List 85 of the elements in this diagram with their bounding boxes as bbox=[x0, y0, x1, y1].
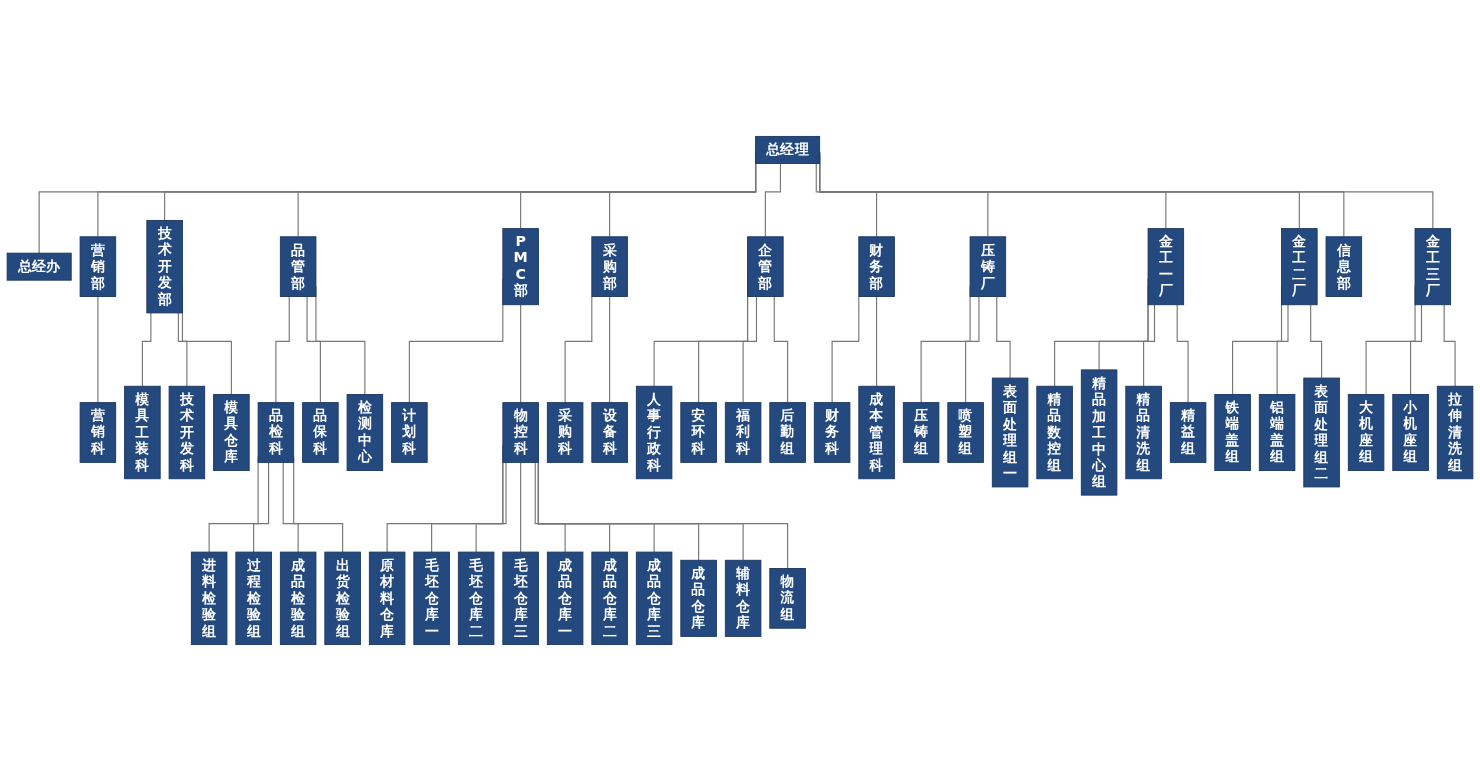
node-box: 压铸组 bbox=[902, 402, 940, 463]
connector bbox=[475, 461, 507, 553]
node-box: 信息部 bbox=[1325, 236, 1363, 297]
connector bbox=[306, 295, 321, 404]
connector bbox=[1310, 304, 1323, 379]
node-box: 营销部 bbox=[79, 236, 117, 297]
node-box: 人事行政科 bbox=[635, 385, 673, 480]
node-box: 进料检验组 bbox=[190, 551, 228, 646]
node-box: 精品数控组 bbox=[1036, 385, 1073, 480]
node-box: 毛坯仓库一 bbox=[413, 551, 450, 646]
connector bbox=[1443, 304, 1456, 387]
node-box: 成品仓库 bbox=[680, 559, 717, 637]
connector bbox=[815, 162, 878, 238]
connector bbox=[564, 295, 593, 404]
node-box: 后勤组 bbox=[769, 402, 806, 463]
node-box: 铝端盖组 bbox=[1258, 394, 1296, 472]
connector bbox=[609, 295, 611, 404]
node-box: 福利科 bbox=[724, 402, 762, 463]
node-box: 采购科 bbox=[546, 402, 584, 463]
node-box: 成品检验组 bbox=[279, 551, 317, 646]
node-box: 模具工装科 bbox=[124, 385, 161, 480]
node-box: 精益组 bbox=[1169, 402, 1207, 463]
connector bbox=[965, 295, 980, 404]
connector bbox=[520, 461, 522, 553]
connector bbox=[1176, 304, 1189, 404]
node-box: 毛坯仓库二 bbox=[457, 551, 495, 646]
node-box: 技术开发科 bbox=[168, 385, 206, 480]
connector bbox=[831, 295, 860, 404]
connector bbox=[764, 162, 782, 238]
node-box: 铁端盖组 bbox=[1214, 394, 1251, 472]
connector bbox=[275, 295, 290, 404]
node-box: PMC部 bbox=[502, 228, 539, 306]
node-box: 压铸厂 bbox=[969, 236, 1007, 297]
connector bbox=[1276, 304, 1289, 395]
node-box: 喷塑组 bbox=[947, 402, 984, 463]
node-box: 成本管理科 bbox=[858, 385, 895, 480]
node-box: 营销科 bbox=[79, 402, 117, 463]
node-box: 物控科 bbox=[502, 402, 539, 463]
connector bbox=[141, 312, 152, 387]
connector bbox=[534, 461, 566, 553]
node-box: 技术开发部 bbox=[146, 219, 183, 314]
connector bbox=[282, 461, 299, 553]
node-box: 安环科 bbox=[680, 402, 717, 463]
connector bbox=[1143, 304, 1156, 387]
connector bbox=[996, 295, 1011, 379]
node-box: 成品仓库三 bbox=[635, 551, 673, 646]
node-box: 设备科 bbox=[591, 402, 628, 463]
node-box: 大机座组 bbox=[1347, 394, 1385, 472]
node-box: 财务部 bbox=[858, 236, 895, 297]
node-box: 总经办 bbox=[6, 252, 72, 281]
node-box: 小机座组 bbox=[1392, 394, 1429, 472]
connector bbox=[1410, 304, 1423, 395]
node-box: 毛坯仓库三 bbox=[502, 551, 539, 646]
node-box: 金工二厂 bbox=[1281, 228, 1318, 306]
node-box: 品管部 bbox=[279, 236, 317, 297]
node-box: 辅料仓库 bbox=[724, 559, 762, 637]
connector bbox=[177, 312, 188, 387]
node-box: 模具仓库 bbox=[213, 394, 250, 472]
node-box: 拉伸清洗组 bbox=[1436, 385, 1474, 480]
connector bbox=[876, 295, 878, 387]
node-box: 物流组 bbox=[769, 568, 806, 629]
node-box: 检测中心 bbox=[346, 394, 384, 472]
node-box: 成品仓库二 bbox=[591, 551, 628, 646]
node-box: 品检科 bbox=[257, 402, 295, 463]
node-box: 原材料仓库 bbox=[368, 551, 406, 646]
node-box: 精品加工中心组 bbox=[1080, 369, 1118, 496]
node-box: 总经理 bbox=[755, 135, 821, 164]
node-box: 成品仓库一 bbox=[546, 551, 584, 646]
node-box: 企管部 bbox=[747, 236, 784, 297]
node-box: 表面处理组一 bbox=[991, 377, 1029, 488]
connector bbox=[253, 461, 270, 553]
node-box: 出货检验组 bbox=[324, 551, 361, 646]
node-box: 计划科 bbox=[391, 402, 428, 463]
node-box: 品保科 bbox=[302, 402, 339, 463]
node-box: 财务科 bbox=[813, 402, 851, 463]
node-box: 精品清洗组 bbox=[1125, 385, 1162, 480]
node-box: 过程检验组 bbox=[235, 551, 272, 646]
connector bbox=[773, 295, 789, 404]
connector bbox=[742, 295, 758, 404]
connector bbox=[520, 304, 522, 404]
connector bbox=[97, 295, 99, 404]
node-box: 金工三厂 bbox=[1414, 228, 1452, 306]
node-box: 采购部 bbox=[591, 236, 628, 297]
node-box: 金工一厂 bbox=[1147, 228, 1185, 306]
node-box: 表面处理组二 bbox=[1303, 377, 1340, 488]
